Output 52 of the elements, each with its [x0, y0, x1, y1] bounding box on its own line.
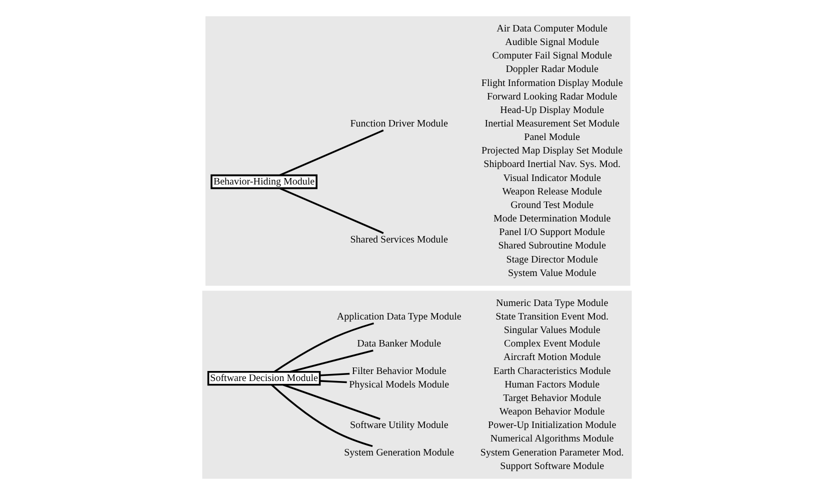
- node-text: Complex Event Module: [504, 338, 600, 350]
- node-text: Stage Director Module: [506, 254, 598, 266]
- node-text: Inertial Measurement Set Module: [484, 118, 619, 130]
- node-text: Aircraft Motion Module: [502, 352, 600, 364]
- node-text: Singular Values Module: [503, 325, 600, 336]
- node-text: Support Software Module: [500, 460, 604, 472]
- connector: [278, 130, 384, 176]
- node-text: Panel Module: [524, 132, 580, 144]
- node-box: Software Decision Module: [206, 370, 320, 386]
- node-text: Computer Fail Signal Module: [492, 50, 612, 62]
- node-text: System Generation Module: [344, 447, 454, 458]
- cluster: [204, 16, 630, 286]
- node-text: Data Banker Module: [356, 338, 441, 350]
- node-text: Earth Characteristics Module: [492, 366, 610, 377]
- node-text: Air Data Computer Module: [496, 23, 607, 34]
- node-text: Application Data Type Module: [336, 311, 461, 322]
- node-text: Weapon Release Module: [502, 186, 602, 198]
- node-text: Shipboard Inertial Nav. Sys. Mod.: [483, 159, 620, 170]
- connector: [319, 380, 346, 384]
- connector: [289, 350, 373, 373]
- node-text: Visual Indicator Module: [502, 172, 600, 184]
- node-text: State Transition Event Mod.: [495, 311, 608, 322]
- node-text: Numerical Algorithms Module: [490, 434, 614, 445]
- node-text: Ground Test Module: [510, 200, 594, 211]
- node-text: Function Driver Module: [350, 118, 448, 130]
- node-text: Weapon Behavior Module: [498, 406, 604, 418]
- connector: [278, 187, 384, 234]
- connector: [273, 322, 374, 373]
- node-text: Audible Signal Module: [504, 37, 599, 48]
- node-text: Shared Subroutine Module: [498, 240, 606, 252]
- node-text: Panel I/O Support Module: [498, 227, 604, 238]
- node-text: Projected Map Display Set Module: [481, 146, 622, 157]
- node-text: Power-Up Initialization Module: [488, 420, 616, 432]
- connector: [270, 384, 372, 448]
- node-text: Mode Determination Module: [492, 214, 610, 225]
- node-text: System Value Module: [508, 268, 596, 279]
- node-text: Software Utility Module: [349, 420, 448, 432]
- node-text: Numeric Data Type Module: [496, 298, 608, 309]
- node-text: Shared Services Module: [350, 234, 448, 246]
- node-text: Filter Behavior Module: [351, 366, 446, 377]
- node-text: Forward Looking Radar Module: [486, 91, 617, 102]
- cluster: [202, 290, 632, 479]
- node-text: Target Behavior Module: [502, 392, 601, 404]
- node-text: Human Factors Module: [504, 379, 600, 390]
- connector: [282, 384, 380, 420]
- connector: [319, 372, 350, 376]
- node-box: Behavior-Hiding Module: [210, 174, 317, 190]
- node-text: Physical Models Module: [348, 379, 449, 390]
- node-text: Flight Information Display Module: [480, 78, 622, 89]
- node-text: Head-Up Display Module: [500, 104, 604, 116]
- node-text: System Generation Parameter Mod.: [480, 447, 624, 458]
- node-text: Doppler Radar Module: [505, 64, 598, 76]
